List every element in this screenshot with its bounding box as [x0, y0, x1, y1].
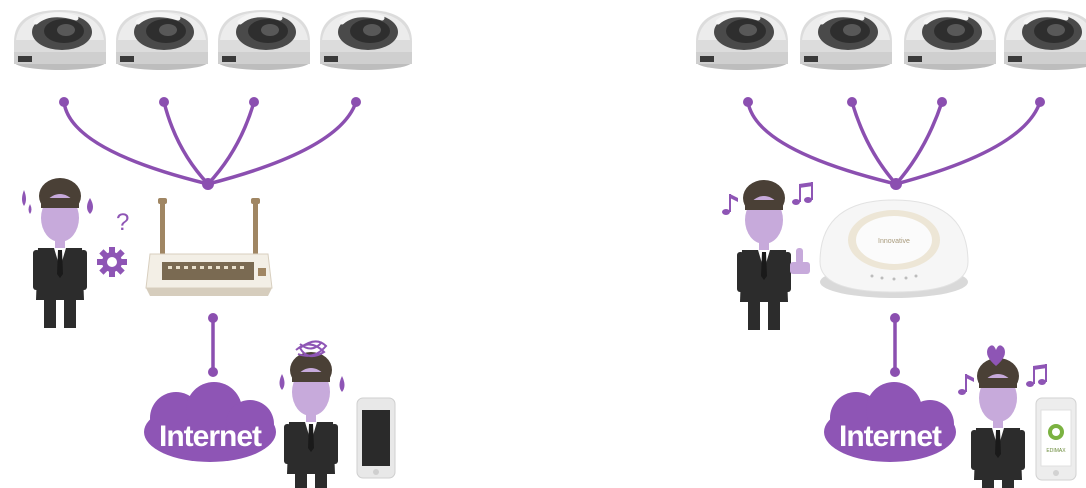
frustrated-man [280, 341, 345, 488]
question-mark-icon: ? [116, 209, 129, 236]
left-internet-cloud: Internet [144, 382, 276, 462]
camera-icon [116, 10, 208, 70]
thumbs-up-icon [790, 248, 810, 274]
ordinary-router-icon [146, 198, 272, 296]
right-internet-cloud: Internet [824, 382, 956, 462]
happy-man [737, 180, 791, 330]
camera-icon [696, 10, 788, 70]
right-camera-links [748, 102, 1040, 184]
smart-router-icon: Innovative [820, 200, 968, 298]
camera-icon [904, 10, 996, 70]
camera-icon [320, 10, 412, 70]
left-scene: Internet ? [14, 10, 412, 488]
camera-icon [218, 10, 310, 70]
phone-icon [357, 398, 395, 478]
left-internet-label: Internet [159, 420, 262, 453]
camera-icon [800, 10, 892, 70]
music-note-icon [722, 194, 738, 215]
router-brand-label: Innovative [878, 238, 910, 245]
phone-app-label: EDIMAX [1046, 448, 1066, 454]
music-note-icon [958, 374, 974, 395]
right-internet-label: Internet [839, 420, 942, 453]
happy-man-phone [971, 358, 1025, 488]
confused-man [22, 178, 93, 328]
right-cameras [696, 10, 1086, 70]
music-note-icon [1026, 364, 1047, 387]
camera-icon [14, 10, 106, 70]
left-cameras [14, 10, 412, 70]
camera-icon [1004, 10, 1086, 70]
phone-icon: EDIMAX [1036, 398, 1076, 480]
left-camera-links [64, 102, 356, 184]
music-note-icon [792, 182, 813, 205]
gear-icon [97, 247, 127, 277]
right-scene: Innovative Internet [696, 10, 1086, 488]
